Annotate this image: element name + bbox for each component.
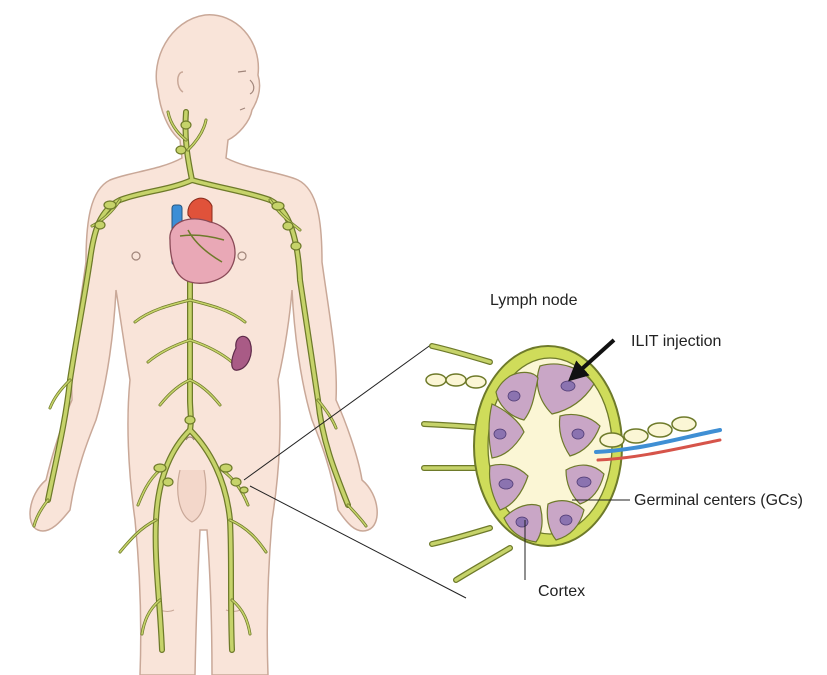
- label-lymph-node: Lymph node: [490, 292, 578, 309]
- label-ilit-injection: ILIT injection: [631, 333, 721, 350]
- label-germinal-centers: Germinal centers (GCs): [634, 492, 803, 509]
- lymph-node-cross-section: [424, 346, 720, 580]
- label-cortex: Cortex: [538, 583, 585, 600]
